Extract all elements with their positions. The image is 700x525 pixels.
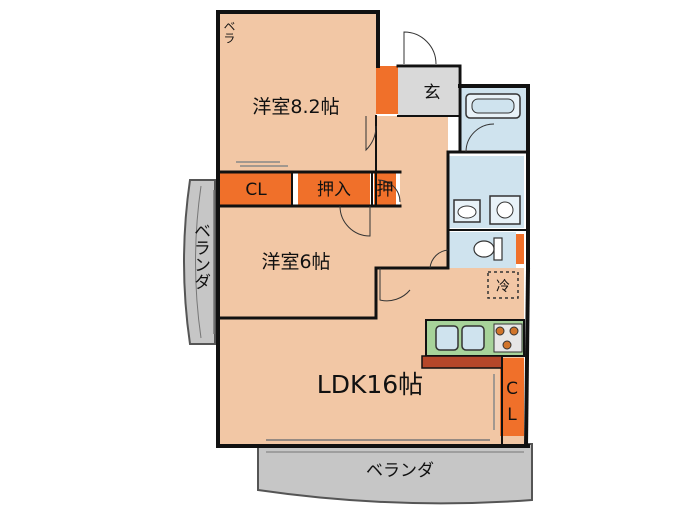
room-label-western-6: 洋室6帖 <box>261 251 330 273</box>
fridge-label: 冷 <box>496 279 510 295</box>
washbasin-icon <box>453 199 481 223</box>
sliding-door-icon <box>236 161 495 430</box>
storage-label-ldk-l: L <box>507 405 517 425</box>
stove-icon <box>493 323 523 353</box>
storage-label-oshiire: 押入 <box>317 180 351 200</box>
door-swing-icon <box>339 31 495 302</box>
floor-areas <box>220 14 524 444</box>
balcony-label-top: ベラ <box>222 20 236 44</box>
windows <box>213 190 490 441</box>
room-label-western-8: 洋室8.2帖 <box>252 96 339 118</box>
storage-areas <box>220 66 524 436</box>
storage-label-oshiire-short: 押 <box>377 180 394 200</box>
toilet-icon <box>473 237 503 261</box>
room-label-entrance: 玄 <box>424 83 441 103</box>
balcony-label-left: ベランダ <box>190 222 210 290</box>
room-label-ldk: LDK16帖 <box>317 370 423 399</box>
bathtub-icon <box>465 93 521 119</box>
balcony-label-bottom: ベランダ <box>366 461 434 481</box>
walls <box>216 10 531 449</box>
fridge-space <box>487 271 519 299</box>
storage-label-ldk-c: C <box>506 379 518 399</box>
balcony-bottom <box>257 443 533 505</box>
sink-icon <box>435 325 485 351</box>
storage-label-cl: CL <box>245 180 267 200</box>
washing-machine-icon <box>489 195 521 225</box>
balcony-left <box>183 179 216 345</box>
